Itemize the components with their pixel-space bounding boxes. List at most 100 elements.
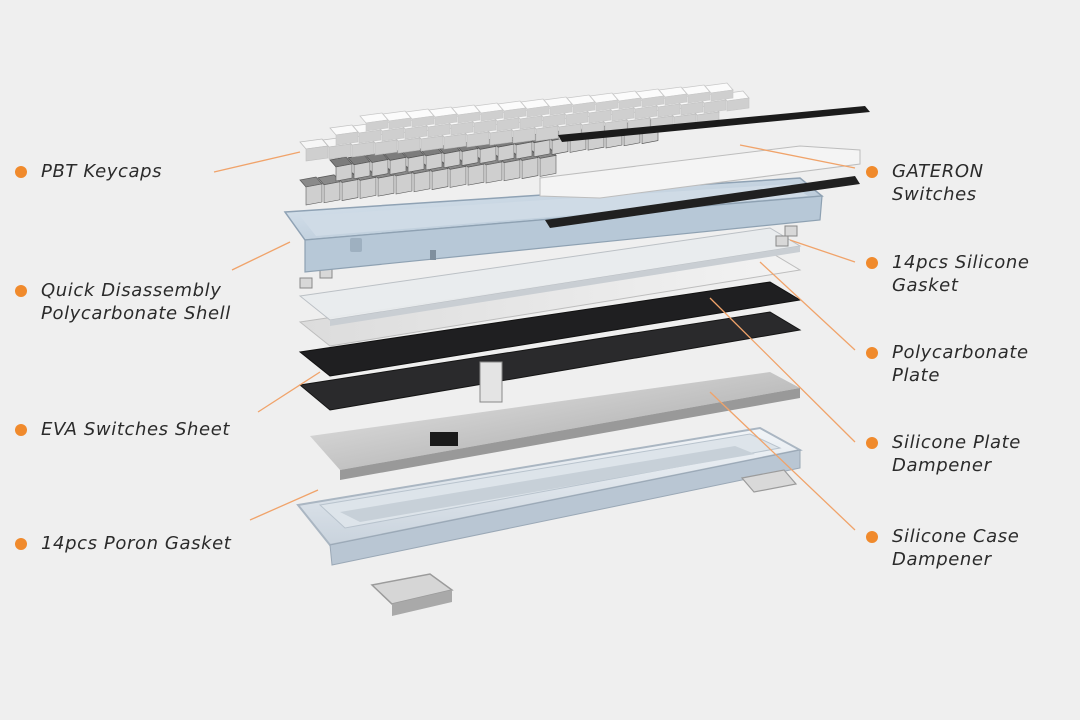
keycap-side — [526, 105, 550, 118]
leader-gateron-switches — [739, 144, 856, 169]
bullet-dot — [15, 424, 27, 436]
callout-label: EVA Switches Sheet — [41, 419, 231, 440]
keycap-side — [535, 125, 559, 142]
keycap-side — [657, 103, 681, 118]
switch-side — [467, 163, 485, 186]
switch-side — [539, 155, 557, 177]
pcb-layer — [298, 281, 802, 446]
bullet-dot — [866, 531, 878, 543]
keycap-side — [618, 97, 642, 110]
keycap-side — [473, 119, 497, 134]
keycap-side — [641, 95, 665, 108]
keycap-side — [404, 125, 428, 140]
keycap-side — [496, 117, 520, 132]
bullet-dot — [866, 166, 878, 178]
callout-eva-switches-sheet: EVA Switches Sheet — [15, 418, 230, 441]
bullet-dot — [866, 257, 878, 269]
keycap-side — [305, 145, 329, 162]
keycap-side — [457, 111, 481, 124]
leader-polycarbonate-plate — [759, 261, 856, 351]
switch-side — [497, 143, 515, 162]
keycap-side — [388, 117, 412, 130]
leader-lines — [213, 144, 856, 531]
callout-label: PBT Keycaps — [41, 161, 163, 182]
keycap-side — [726, 97, 750, 112]
switch-side — [449, 166, 467, 188]
bullet-dot — [15, 285, 27, 297]
callout-label: Silicone Case Dampener — [892, 526, 1020, 570]
switch-side — [407, 154, 425, 173]
switch-side — [371, 159, 389, 177]
leader-silicone-plate-dampener — [709, 297, 856, 443]
switch-side — [359, 177, 377, 199]
bullet-dot — [15, 538, 27, 550]
switch-side — [323, 181, 341, 204]
keycap-side — [480, 109, 504, 122]
callout-pbt-keycaps: PBT Keycaps — [15, 160, 162, 183]
bullet-dot — [866, 437, 878, 449]
keycap-side — [595, 99, 619, 112]
keycap-side — [634, 105, 658, 120]
bullet-dot — [866, 347, 878, 359]
keycap-side — [397, 137, 421, 154]
leader-quick-disassembly-shell — [231, 241, 291, 271]
callout-label: Silicone Plate Dampener — [892, 432, 1021, 476]
switch-side — [485, 161, 503, 184]
switch-side — [377, 174, 395, 197]
callout-label: Quick Disassembly Polycarbonate Shell — [41, 280, 231, 324]
keycap-side — [434, 113, 458, 126]
switch-side — [533, 139, 551, 158]
polycarbonate-plate-layer — [298, 227, 802, 326]
keycap-side — [549, 103, 573, 116]
callout-silicone-case-dampener: Silicone Case Dampener — [866, 525, 1019, 571]
bullet-dot — [15, 166, 27, 178]
keycap-side — [443, 133, 467, 150]
keycap-side — [489, 129, 513, 146]
switch-side — [515, 141, 533, 160]
callout-label: 14pcs Silicone Gasket — [892, 252, 1030, 296]
switch-side — [341, 179, 359, 201]
callout-label: 14pcs Poron Gasket — [41, 533, 232, 554]
keycap-side — [710, 89, 734, 102]
callout-label: Polycarbonate Plate — [892, 342, 1029, 386]
keycap-side — [328, 143, 352, 160]
callout-gateron-switches: GATERON Switches — [866, 160, 984, 206]
keycap-side — [374, 139, 398, 156]
silicone-gasket-blocks — [299, 225, 798, 289]
callout-silicone-gasket: 14pcs Silicone Gasket — [866, 251, 1030, 297]
keycap-side — [466, 131, 490, 148]
keycap-side — [503, 107, 527, 120]
keycap-side — [420, 135, 444, 152]
switch-side — [521, 157, 539, 179]
bottom-case — [296, 426, 803, 616]
keycap-side — [611, 107, 635, 122]
keycap-side — [512, 127, 536, 144]
keycap-side — [565, 111, 589, 126]
leader-pbt-keycaps — [213, 151, 301, 173]
keycap-side — [411, 115, 435, 128]
switch-side — [335, 163, 353, 182]
switch-side — [431, 168, 449, 190]
spacebar — [539, 145, 861, 199]
keycap-side — [427, 123, 451, 138]
switch-side — [395, 172, 413, 195]
leader-silicone-case-dampener — [709, 391, 856, 531]
keycap-rows — [299, 82, 750, 162]
keycap-side — [351, 141, 375, 158]
keycap-side — [542, 113, 566, 128]
leader-eva-switches-sheet — [257, 371, 321, 413]
callout-poron-gasket: 14pcs Poron Gasket — [15, 532, 231, 555]
callout-quick-disassembly-shell: Quick Disassembly Polycarbonate Shell — [15, 279, 231, 325]
keycap-side — [519, 115, 543, 130]
switch-side — [305, 183, 323, 206]
keycap-side — [680, 101, 704, 116]
switch-side — [425, 152, 443, 171]
keycap-side — [358, 129, 382, 144]
callout-polycarbonate-plate: Polycarbonate Plate — [866, 341, 1029, 387]
callout-label: GATERON Switches — [892, 161, 984, 205]
keycap-side — [381, 127, 405, 142]
switch-side — [443, 150, 461, 169]
keycap-side — [450, 121, 474, 136]
